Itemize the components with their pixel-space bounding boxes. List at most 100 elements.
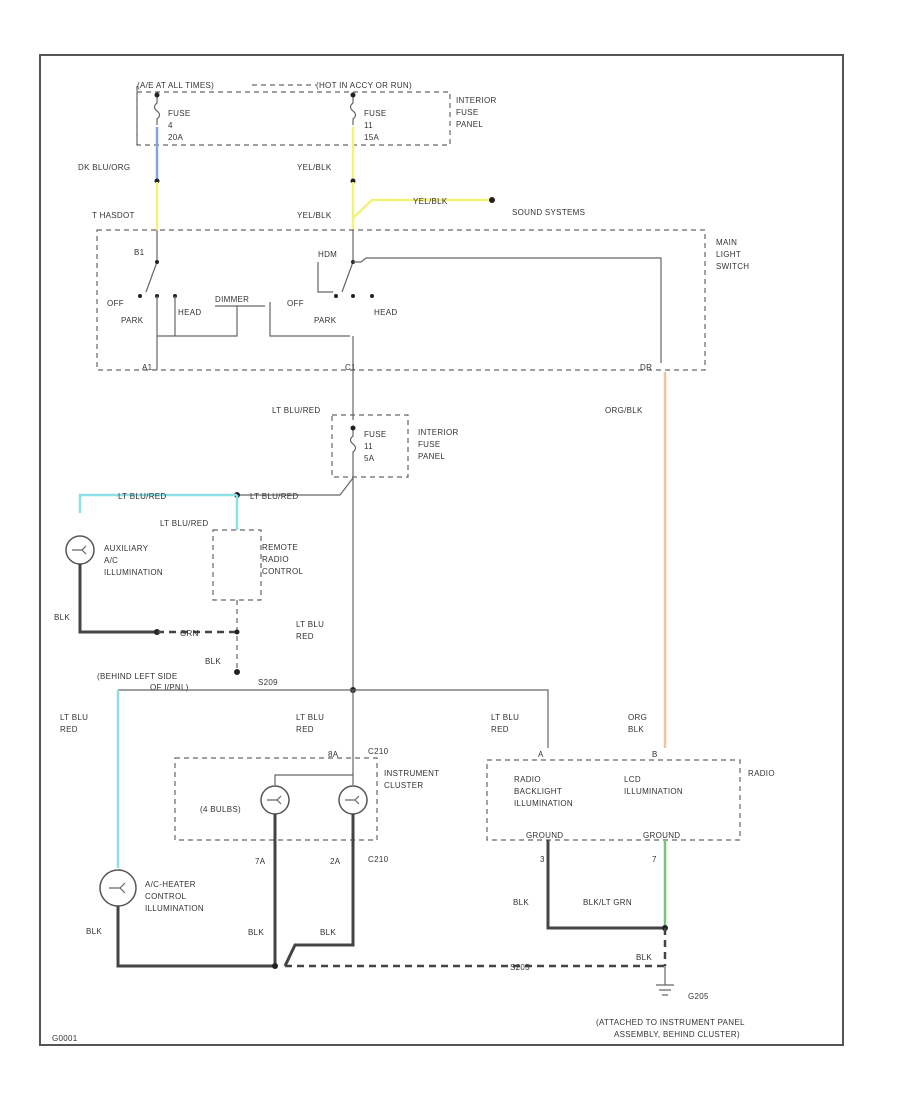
g205-label: G205 (688, 992, 709, 1001)
cluster-pin-b2: 2A (330, 857, 341, 866)
ac-label-2: CONTROL (145, 892, 186, 901)
lt-blu-red-label-4: LT BLU/RED (160, 519, 209, 528)
switch-pin-mid: C1 (345, 363, 356, 372)
attached-label-2: ASSEMBLY, BEHIND CLUSTER) (614, 1030, 740, 1039)
attached-label-1: (ATTACHED TO INSTRUMENT PANEL (596, 1018, 745, 1027)
switch-head-2: HEAD (374, 308, 397, 317)
fuse-4-amp: 20A (168, 133, 183, 142)
fuse2-panel-2: FUSE (418, 440, 441, 449)
cluster-pin-b1: 7A (255, 857, 266, 866)
diagram-code: G0001 (52, 1034, 78, 1043)
switch-label-1: MAIN (716, 238, 737, 247)
top-panel-label-1: INTERIOR (456, 96, 497, 105)
blk-ground-label: BLK (636, 953, 652, 962)
blk-lt-grn-label: BLK/LT GRN (583, 898, 632, 907)
right-switch-blade (341, 261, 354, 293)
lt-blu-label-ac: LT BLU (60, 713, 88, 722)
radio-backlight-1: RADIO (514, 775, 541, 784)
cluster-c210-top: C210 (368, 747, 389, 756)
switch-label-2: LIGHT (716, 250, 741, 259)
aux-grn-label: GRN (180, 629, 199, 638)
radio-pin-a: A (538, 750, 544, 759)
behind-left-label-1: (BEHIND LEFT SIDE (97, 672, 178, 681)
radio-pin-b: B (652, 750, 658, 759)
blk-label-2: BLK (205, 657, 221, 666)
radio-backlight-2: BACKLIGHT (514, 787, 562, 796)
switch-off-1: OFF (107, 299, 124, 308)
switch-off-2: OFF (287, 299, 304, 308)
dimmer-rheostat (215, 302, 350, 337)
yel-blk-label-2: YEL/BLK (297, 211, 332, 220)
cluster-label-1: INSTRUMENT (384, 769, 439, 778)
red-label-trunk: RED (296, 632, 314, 641)
fuse-4-num: 4 (168, 121, 173, 130)
fuse2-panel-1: INTERIOR (418, 428, 459, 437)
sound-systems-label: SOUND SYSTEMS (512, 208, 585, 217)
blk-label-1: BLK (54, 613, 70, 622)
interior-fuse-panel-top (136, 91, 451, 146)
lt-blu-label-cluster: LT BLU (296, 713, 324, 722)
switch-label-3: SWITCH (716, 262, 749, 271)
radio-pin-7: 7 (652, 855, 657, 864)
ac-label-1: A/C-HEATER (145, 880, 196, 889)
radio-backlight-3: ILLUMINATION (514, 799, 573, 808)
fuse-11-amp: 15A (364, 133, 379, 142)
yel-blk-to-sound (352, 198, 492, 219)
lt-blu-red-label-3: LT BLU/RED (118, 492, 167, 501)
switch-park-2: PARK (314, 316, 337, 325)
switch-pin-right: DR (640, 363, 652, 372)
radio-lcd-1: LCD (624, 775, 641, 784)
fuse-2-label: FUSE (364, 430, 387, 439)
aux-label-1: AUXILIARY (104, 544, 149, 553)
switch-pin-left: A1 (142, 363, 153, 372)
s209-label: S209 (258, 678, 278, 687)
lt-blu-label-trunk: LT BLU (296, 620, 324, 629)
ground-symbol-icon (656, 966, 674, 996)
instrument-cluster-box (174, 757, 378, 841)
red-label-radio: RED (491, 725, 509, 734)
fuse2-panel-3: PANEL (418, 452, 445, 461)
red-label-ac: RED (60, 725, 78, 734)
dimmer-label: DIMMER (215, 295, 249, 304)
switch-head-1: HEAD (178, 308, 201, 317)
lt-blu-red-label-2: LT BLU/RED (250, 492, 299, 501)
radio-title: RADIO (748, 769, 775, 778)
radio-ground-1: GROUND (526, 831, 563, 840)
switch-b1: B1 (134, 248, 145, 257)
remote-label-2: RADIO (262, 555, 289, 564)
blk-label-5: BLK (513, 898, 529, 907)
yel-blk-label-1: YEL/BLK (297, 163, 332, 172)
blk-label-4: BLK (320, 928, 336, 937)
fuse-2-amp: 5A (364, 454, 375, 463)
fuse-11-symbol (349, 95, 357, 125)
main-light-switch-box (96, 229, 706, 371)
remote-label-1: REMOTE (262, 543, 298, 552)
fuse-11-label: FUSE (364, 109, 387, 118)
aux-label-3: ILLUMINATION (104, 568, 163, 577)
remote-label-3: CONTROL (262, 567, 303, 576)
org-label-radio: ORG (628, 713, 647, 722)
blk-label-ac: BLK (86, 927, 102, 936)
left-feed-label: (A/E AT ALL TIMES) (137, 81, 214, 90)
aux-label-2: A/C (104, 556, 118, 565)
radio-pin-3: 3 (540, 855, 545, 864)
blk-label-3: BLK (248, 928, 264, 937)
blk-label-radio: BLK (628, 725, 644, 734)
s205-label: S205 (510, 963, 530, 972)
fuse-4-symbol (153, 95, 161, 125)
fuse-11-num: 11 (364, 121, 373, 130)
fuse-2-num: 11 (364, 442, 373, 451)
t-hasdot-label: T HASDOT (92, 211, 135, 220)
switch-hdm: HDM (318, 250, 337, 259)
diagram-frame (39, 54, 844, 1046)
radio-lcd-2: ILLUMINATION (624, 787, 683, 796)
cluster-bulbs-label: (4 BULBS) (200, 805, 241, 814)
cluster-c210-bottom: C210 (368, 855, 389, 864)
fuse-4-label: FUSE (168, 109, 191, 118)
red-label-cluster: RED (296, 725, 314, 734)
org-blk-label: ORG/BLK (605, 406, 643, 415)
lt-blu-red-label-1: LT BLU/RED (272, 406, 321, 415)
top-panel-label-2: FUSE (456, 108, 479, 117)
interior-fuse-panel-2 (331, 414, 409, 478)
